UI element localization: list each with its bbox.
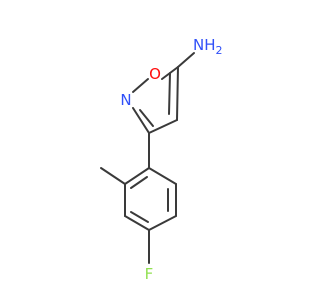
bond-n2-c3 bbox=[132, 107, 150, 134]
atom-fluorine: F bbox=[145, 265, 154, 283]
molecule-diagram: O N NH2 F bbox=[100, 36, 223, 283]
bond-c1-c2-double bbox=[130, 176, 148, 189]
structure-canvas: O N NH2 F bbox=[100, 36, 223, 283]
bond-c6-c1ring bbox=[148, 167, 177, 185]
bond-c3-c4-double bbox=[130, 211, 149, 223]
atom-oxygen: O bbox=[149, 65, 161, 83]
atom-nitrogen: N bbox=[120, 91, 131, 109]
bond-c4-c5-double bbox=[168, 72, 171, 115]
amine-subscript: 2 bbox=[216, 44, 223, 57]
bond-c3-c4 bbox=[148, 119, 178, 134]
bond-c3-c4ring bbox=[124, 215, 150, 231]
bond-c4-c5 bbox=[176, 66, 179, 121]
bond-o1-n2 bbox=[132, 78, 149, 93]
bond-c4-c5ring bbox=[148, 215, 177, 231]
atom-amine: NH2 bbox=[193, 36, 223, 57]
bond-n2-c3-double bbox=[139, 109, 154, 127]
bond-methyl bbox=[100, 167, 126, 185]
amine-nh: NH bbox=[193, 36, 216, 54]
bond-c5-nh2 bbox=[177, 52, 195, 68]
bond-c1-c2 bbox=[124, 167, 150, 185]
